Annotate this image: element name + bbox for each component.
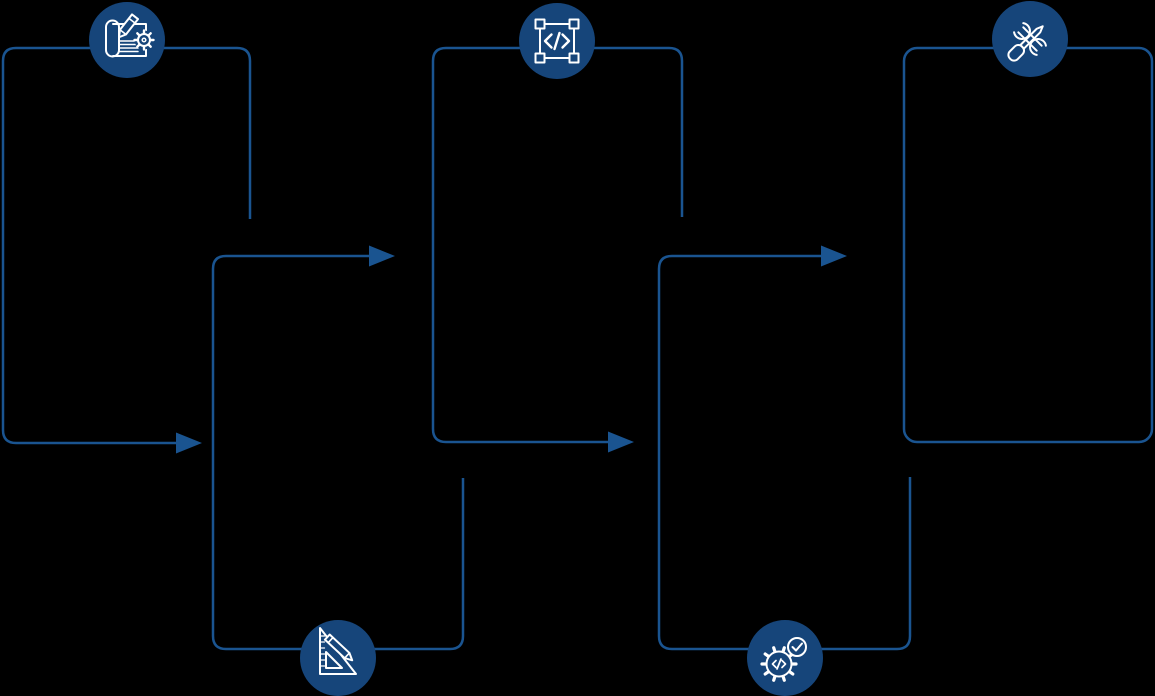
set-square-inner: [325, 651, 343, 669]
arrowhead-4-to-5: [821, 245, 847, 267]
stage-5-icon-node: [992, 1, 1068, 77]
gear-glyph: [133, 29, 155, 51]
ruler-ticks: [319, 635, 326, 667]
code-brackets-glyph: [771, 658, 787, 670]
checkmark-glyph: [791, 642, 803, 652]
icon-circle: [300, 620, 376, 696]
arrowhead-3-to-4: [608, 431, 634, 453]
blueprint-text-lines: [119, 40, 139, 53]
artboard-frame: [539, 23, 575, 59]
stage-4-icon-node: [747, 620, 823, 696]
stage-2-box-outline: [211, 254, 465, 651]
pencil-glyph: [117, 13, 139, 39]
blueprint-plan-icon: [105, 13, 155, 58]
arrowhead-2-to-3: [369, 245, 395, 267]
pencil-glyph: [323, 633, 354, 662]
check-badge: [787, 637, 807, 657]
stage-4-box-outline: [657, 254, 912, 651]
stage-3-icon-node: [519, 3, 595, 79]
icon-circle: [747, 620, 823, 696]
flow-arrowhead-layer: [176, 245, 847, 454]
gear-glyph: [760, 646, 798, 682]
blueprint-roll: [105, 19, 120, 58]
flow-outline-layer: [1, 46, 1154, 651]
gear-check-icon: [760, 637, 807, 682]
wrench-glyph: [1013, 22, 1047, 56]
code-brackets-glyph: [543, 31, 571, 51]
code-frame-icon: [534, 18, 580, 64]
arrowhead-1-to-2: [176, 432, 202, 454]
set-square-pencil-icon: [319, 627, 357, 675]
frame-corner-handles: [534, 18, 580, 64]
stage-2-icon-node: [300, 620, 376, 696]
screwdriver-glyph: [1007, 25, 1044, 62]
stage-1-box-outline: [1, 46, 252, 445]
stage-1-icon-node: [89, 2, 165, 78]
stage-3-box-outline: [431, 46, 684, 444]
wrench-screwdriver-icon: [1007, 22, 1047, 62]
